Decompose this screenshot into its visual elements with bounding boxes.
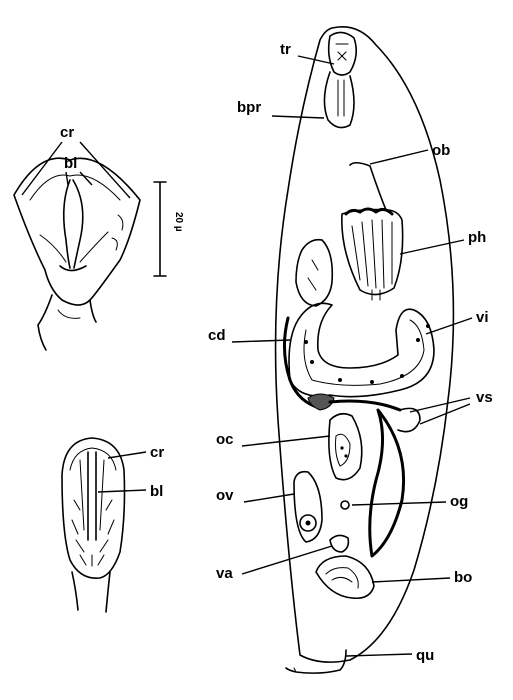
tail <box>285 649 347 674</box>
scale-bar: 20 µ <box>153 181 184 277</box>
svg-text:vi: vi <box>476 309 489 326</box>
label-cr-top: cr <box>21 124 131 199</box>
svg-text:bl: bl <box>150 483 163 500</box>
svg-text:tr: tr <box>280 41 291 58</box>
label-bl-top: bl <box>64 155 93 186</box>
head-detail-bottom <box>61 437 126 613</box>
label-vi: vi <box>425 309 489 335</box>
vitelline-loop <box>368 408 406 558</box>
svg-text:ph: ph <box>468 229 486 246</box>
head-detail-top <box>13 157 141 351</box>
svg-text:bl: bl <box>64 155 77 172</box>
svg-text:20 µ: 20 µ <box>173 212 184 232</box>
svg-text:ov: ov <box>216 487 234 504</box>
oral-region <box>327 31 358 76</box>
svg-text:qu: qu <box>416 647 434 664</box>
label-qu: qu <box>345 647 434 664</box>
svg-text:cr: cr <box>150 444 164 461</box>
label-bpr: bpr <box>237 99 325 119</box>
pharynx <box>341 161 404 301</box>
vesicula-seminalis <box>307 393 421 433</box>
cirrus-duct <box>283 316 322 410</box>
label-ob: ob <box>369 142 450 165</box>
intestinal-loop <box>288 302 435 398</box>
label-tr: tr <box>280 41 335 65</box>
label-bl-bottom: bl <box>97 483 163 500</box>
label-bo: bo <box>371 569 472 586</box>
vagina <box>329 534 350 553</box>
svg-text:og: og <box>450 493 468 510</box>
left-sac <box>295 238 334 307</box>
label-va: va <box>216 545 333 582</box>
label-cd: cd <box>208 327 291 344</box>
svg-text:oc: oc <box>216 431 234 448</box>
label-vs: vs <box>409 389 493 425</box>
ootype <box>328 412 363 481</box>
ovary <box>293 470 323 543</box>
label-cr-bottom: cr <box>107 444 164 461</box>
svg-text:cr: cr <box>60 124 74 141</box>
svg-text:cd: cd <box>208 327 226 344</box>
svg-text:ob: ob <box>432 142 450 159</box>
svg-text:vs: vs <box>476 389 493 406</box>
svg-text:bpr: bpr <box>237 99 261 116</box>
body-outline <box>274 26 455 663</box>
genital-pore <box>340 500 350 510</box>
label-ph: ph <box>399 229 486 255</box>
svg-text:va: va <box>216 565 233 582</box>
label-ov: ov <box>216 487 295 504</box>
svg-text:bo: bo <box>454 569 472 586</box>
bursa-organ <box>315 555 375 600</box>
buccal-organ <box>323 71 355 129</box>
label-og: og <box>351 493 468 510</box>
label-oc: oc <box>216 431 331 448</box>
